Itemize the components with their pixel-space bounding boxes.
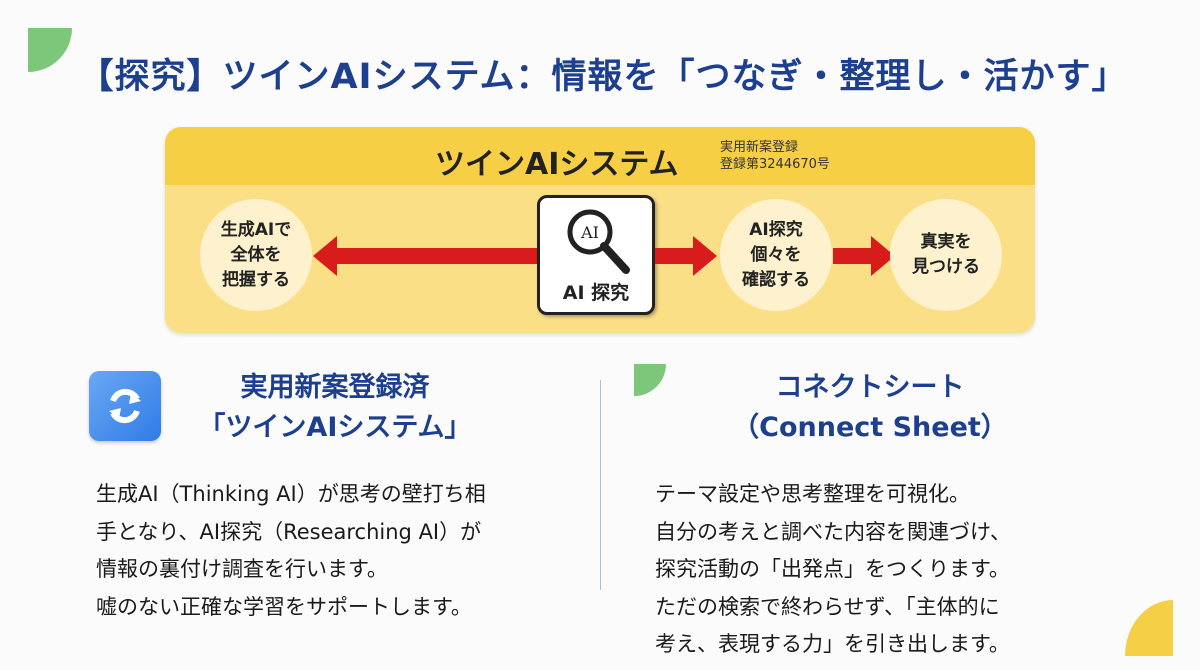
ai-research-box: AI AI 探究: [537, 195, 655, 315]
text-line: 生成AI（Thinking AI）が思考の壁打ち相: [96, 482, 486, 506]
refresh-icon: [89, 371, 161, 441]
right-description: テーマ設定や思考整理を可視化。 自分の考えと調べた内容を関連づけ、 探究活動の「…: [655, 476, 1011, 664]
text-line: テーマ設定や思考整理を可視化。: [655, 482, 970, 506]
circle-grasp-overview: 生成AIで 全体を 把握する: [200, 199, 312, 311]
text-line: ただの検索で終わらせず、「主体的に: [655, 594, 1000, 619]
column-divider: [600, 380, 601, 590]
arrow-left-head: [313, 236, 337, 276]
arrow-left: [335, 248, 540, 264]
twin-ai-diagram: ツインAIシステム 実用新案登録 登録第3244670号 生成AIで 全体を 把…: [165, 127, 1035, 333]
circle-find-truth: 真実を 見つける: [890, 199, 1002, 311]
registration-id: 登録第3244670号: [720, 157, 830, 172]
arrow-right-2: [833, 248, 873, 264]
arrow-right-1-head: [693, 236, 717, 276]
text-line: 考え、表現する力」を引き出します。: [655, 632, 1010, 656]
left-description: 生成AI（Thinking AI）が思考の壁打ち相 手となり、AI探究（Rese…: [96, 476, 486, 626]
text-line: 嘘のない正確な学習をサポートします。: [96, 594, 472, 619]
circle-verify-items: AI探究 個々を 確認する: [720, 199, 832, 311]
yellow-corner-decoration: [1125, 600, 1173, 656]
magnifier-icon: AI: [567, 209, 630, 274]
diagram-header-band: [165, 127, 1035, 185]
arrow-right-1: [655, 248, 695, 264]
ai-research-label: AI 探究: [562, 282, 630, 304]
text-line: 探究活動の「出発点」をつくります。: [655, 557, 1010, 581]
right-heading: コネクトシート （Connect Sheet）: [732, 372, 1008, 443]
green-leaf-decoration: [634, 364, 666, 396]
diagram-title: ツインAIシステム: [435, 147, 679, 182]
magnifier-ai-text: AI: [580, 223, 599, 242]
left-heading: 実用新案登録済 「ツインAIシステム」: [198, 372, 472, 443]
registration-number: 実用新案登録 登録第3244670号: [720, 139, 830, 173]
text-line: 自分の考えと調べた内容を関連づけ、: [655, 519, 1011, 544]
green-corner-decoration: [28, 28, 72, 72]
text-line: 手となり、AI探究（Researching AI）が: [96, 519, 482, 544]
text-line: 情報の裏付け調査を行います。: [96, 557, 388, 581]
page-title: 【探究】ツインAIシステム：情報を「つなぎ・整理し・活かす」: [78, 57, 1128, 97]
registration-label: 実用新案登録: [720, 140, 799, 155]
